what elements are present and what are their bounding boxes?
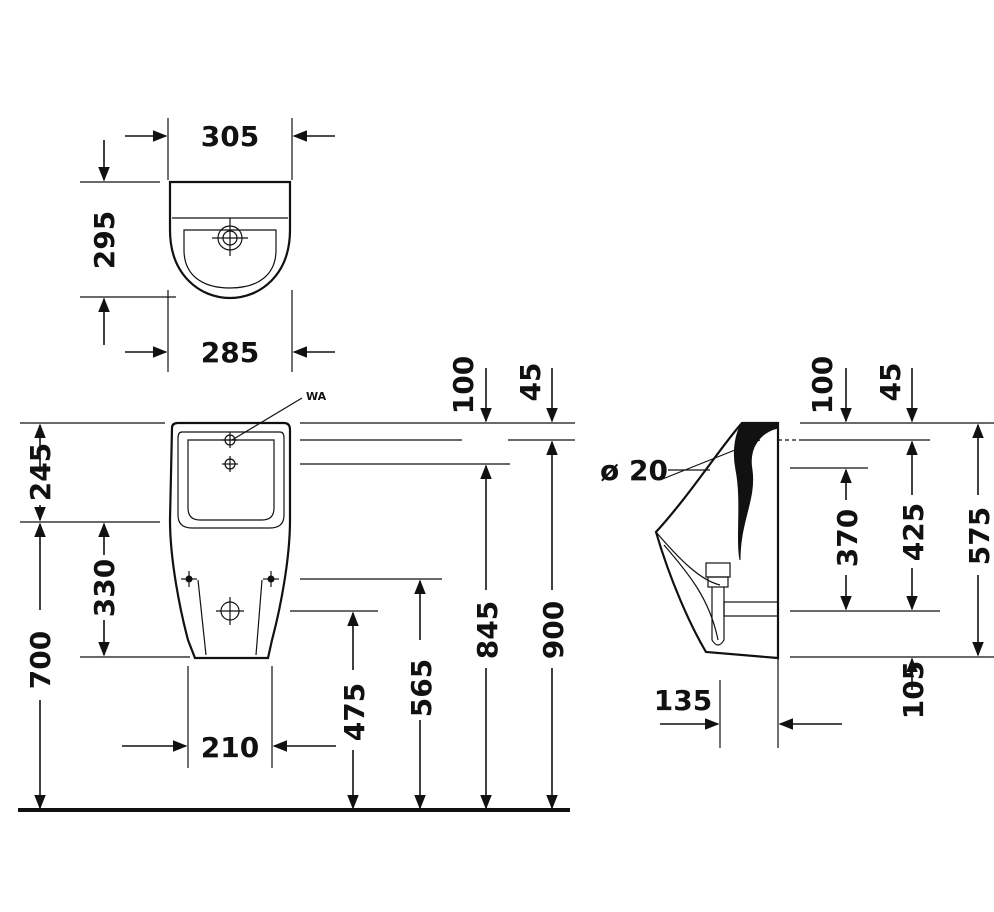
dim-diameter-20: ø 20 xyxy=(600,454,668,487)
dim-900: 900 xyxy=(537,601,570,659)
dim-700: 700 xyxy=(24,631,57,689)
dim-370: 370 xyxy=(831,509,864,567)
dim-845: 845 xyxy=(471,601,504,659)
dim-565: 565 xyxy=(405,659,438,717)
dim-305: 305 xyxy=(201,120,259,153)
dim-105: 105 xyxy=(897,661,930,719)
dim-210: 210 xyxy=(201,731,259,764)
dim-135: 135 xyxy=(654,684,712,717)
dim-575: 575 xyxy=(963,507,994,565)
dim-425: 425 xyxy=(897,503,930,561)
fixing-point-right xyxy=(263,571,279,587)
dim-330: 330 xyxy=(88,559,121,617)
dim-100-front: 100 xyxy=(447,356,480,414)
siphon-trap xyxy=(705,562,779,646)
fixing-point-left xyxy=(181,571,197,587)
dim-245: 245 xyxy=(24,443,57,501)
dim-475: 475 xyxy=(338,683,371,741)
dim-285: 285 xyxy=(201,336,259,369)
side-view: ø 20 100 45 370 425 575 105 135 xyxy=(600,356,994,748)
top-view: 305 285 295 xyxy=(80,118,335,372)
dim-100-side: 100 xyxy=(806,356,839,414)
label-wa: WA xyxy=(306,390,327,403)
front-view: WA 245 700 330 210 475 565 845 900 xyxy=(18,356,575,812)
dim-295: 295 xyxy=(88,211,121,269)
dim-45-side: 45 xyxy=(874,363,907,402)
side-view-outline xyxy=(654,421,780,660)
dim-45-front: 45 xyxy=(514,363,547,402)
